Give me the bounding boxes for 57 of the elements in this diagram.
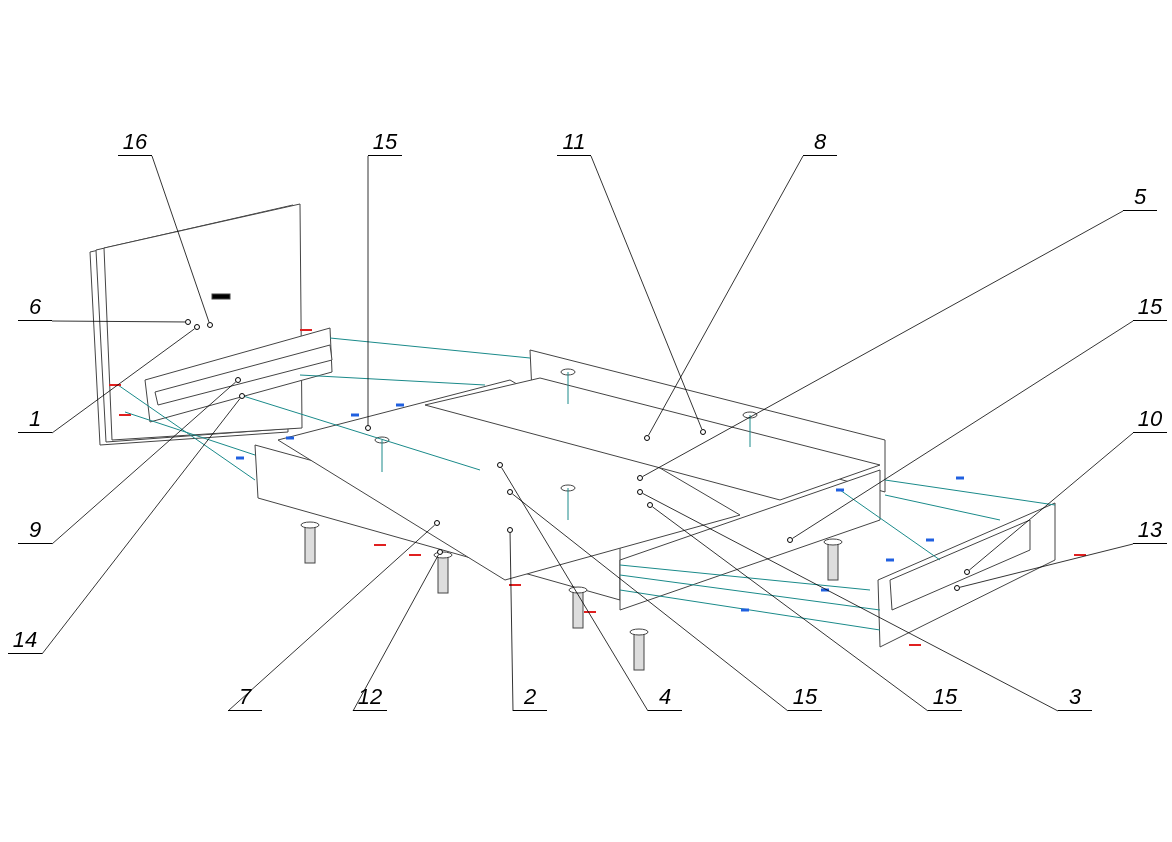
leader-line [959,543,1134,588]
callout-number: 10 [1133,407,1167,433]
callout-number: 8 [803,130,837,156]
part-point-marker [954,585,960,591]
callout-number: 1 [18,407,52,433]
part-point-marker [787,537,793,543]
leader-line [642,493,1059,712]
leader-line [652,506,929,712]
part-point-marker [637,475,643,481]
callout-number: 12 [353,685,387,711]
part-point-marker [644,435,650,441]
callout-number: 15 [928,685,962,711]
callout-number: 13 [1133,518,1167,544]
callout-number: 6 [18,295,52,321]
leader-line [51,328,195,434]
callout-number: 9 [18,518,52,544]
callout-number: 14 [8,628,42,654]
leader-line [227,524,436,712]
callout-number: 5 [1123,185,1157,211]
part-point-marker [647,502,653,508]
leader-line [642,210,1124,477]
leader-line [151,155,210,323]
leader-line [501,467,649,712]
part-point-marker [365,425,371,431]
part-point-marker [207,322,213,328]
leader-line [648,155,804,436]
leader-line [352,554,439,712]
callout-number: 3 [1058,685,1092,711]
part-point-marker [434,520,440,526]
leader-line [367,155,369,426]
callout-number: 16 [118,130,152,156]
leader-line [41,397,241,655]
callout-number: 4 [648,685,682,711]
callout-number: 7 [228,685,262,711]
part-point-marker [194,324,200,330]
part-point-marker [185,319,191,325]
leader-line [51,381,237,545]
part-point-marker [507,527,513,533]
part-point-marker [507,489,513,495]
leader-line [511,493,789,712]
part-point-marker [700,429,706,435]
callout-number: 15 [368,130,402,156]
callout-number: 11 [557,130,591,156]
leader-line [590,155,703,430]
part-point-marker [235,377,241,383]
part-point-marker [497,462,503,468]
part-point-marker [964,569,970,575]
callout-number: 2 [513,685,547,711]
callout-number: 15 [1133,295,1167,321]
leader-line [51,320,186,323]
part-point-marker [637,489,643,495]
leader-line [968,432,1134,571]
part-point-marker [239,393,245,399]
leader-line [509,532,514,712]
part-point-marker [437,549,443,555]
callout-number: 15 [788,685,822,711]
leader-line [792,320,1134,539]
